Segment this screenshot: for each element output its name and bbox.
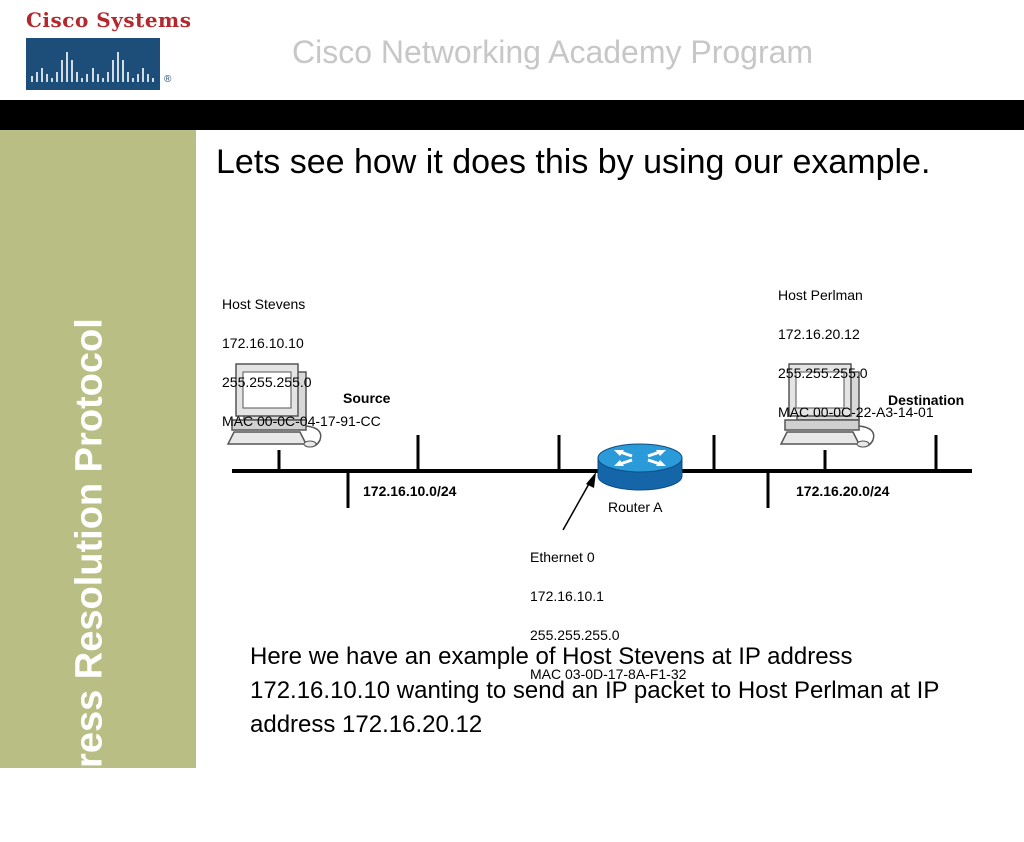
host-stevens-mac: MAC 00-0C-04-17-91-CC [222,412,381,429]
host-stevens-ip: 172.16.10.10 [222,334,304,351]
sidebar: Address Resolution Protocol [0,130,196,842]
cisco-logo: Cisco Systems ® [26,8,191,90]
router-interface-ip: 172.16.10.1 [530,587,604,604]
network-diagram [226,363,972,531]
router-interface-info: Ethernet 0 172.16.10.1 255.255.255.0 MAC… [530,528,686,704]
host-stevens-info: Host Stevens 172.16.10.10 255.255.255.0 … [222,275,381,451]
network-right-label: 172.16.20.0/24 [796,483,890,499]
registered-mark: ® [164,74,172,85]
header-title: Cisco Networking Academy Program [292,34,814,70]
interface-pointer-arrow [562,472,596,531]
host-perlman-info: Host Perlman 172.16.20.12 255.255.255.0 … [778,266,934,442]
slide-caption: Here we have an example of Host Stevens … [250,643,939,738]
network-left-label: 172.16.10.0/24 [363,483,457,499]
router-interface-mask: 255.255.255.0 [530,626,620,643]
logo-text: Cisco Systems [26,8,192,32]
header-divider-bar [0,100,1024,130]
host-perlman-ip: 172.16.20.12 [778,325,860,342]
slide-heading: Lets see how it does this by using our e… [216,143,931,181]
host-stevens-mask: 255.255.255.0 [222,373,312,390]
router-name-label: Router A [608,499,663,515]
router-icon [597,443,683,491]
router-interface-mac: MAC 03-0D-17-8A-F1-32 [530,665,687,682]
host-perlman-mac: MAC 00-0C-22-A3-14-01 [778,403,934,420]
computer-perlman-icon [779,363,875,448]
destination-label: Destination [888,392,965,408]
computer-stevens-icon [226,363,322,448]
host-perlman-name: Host Perlman [778,286,863,303]
host-stevens-name: Host Stevens [222,295,306,312]
host-perlman-mask: 255.255.255.0 [778,364,868,381]
source-label: Source [343,390,391,406]
router-interface-name: Ethernet 0 [530,548,595,565]
logo-bridge-icon [26,38,160,90]
